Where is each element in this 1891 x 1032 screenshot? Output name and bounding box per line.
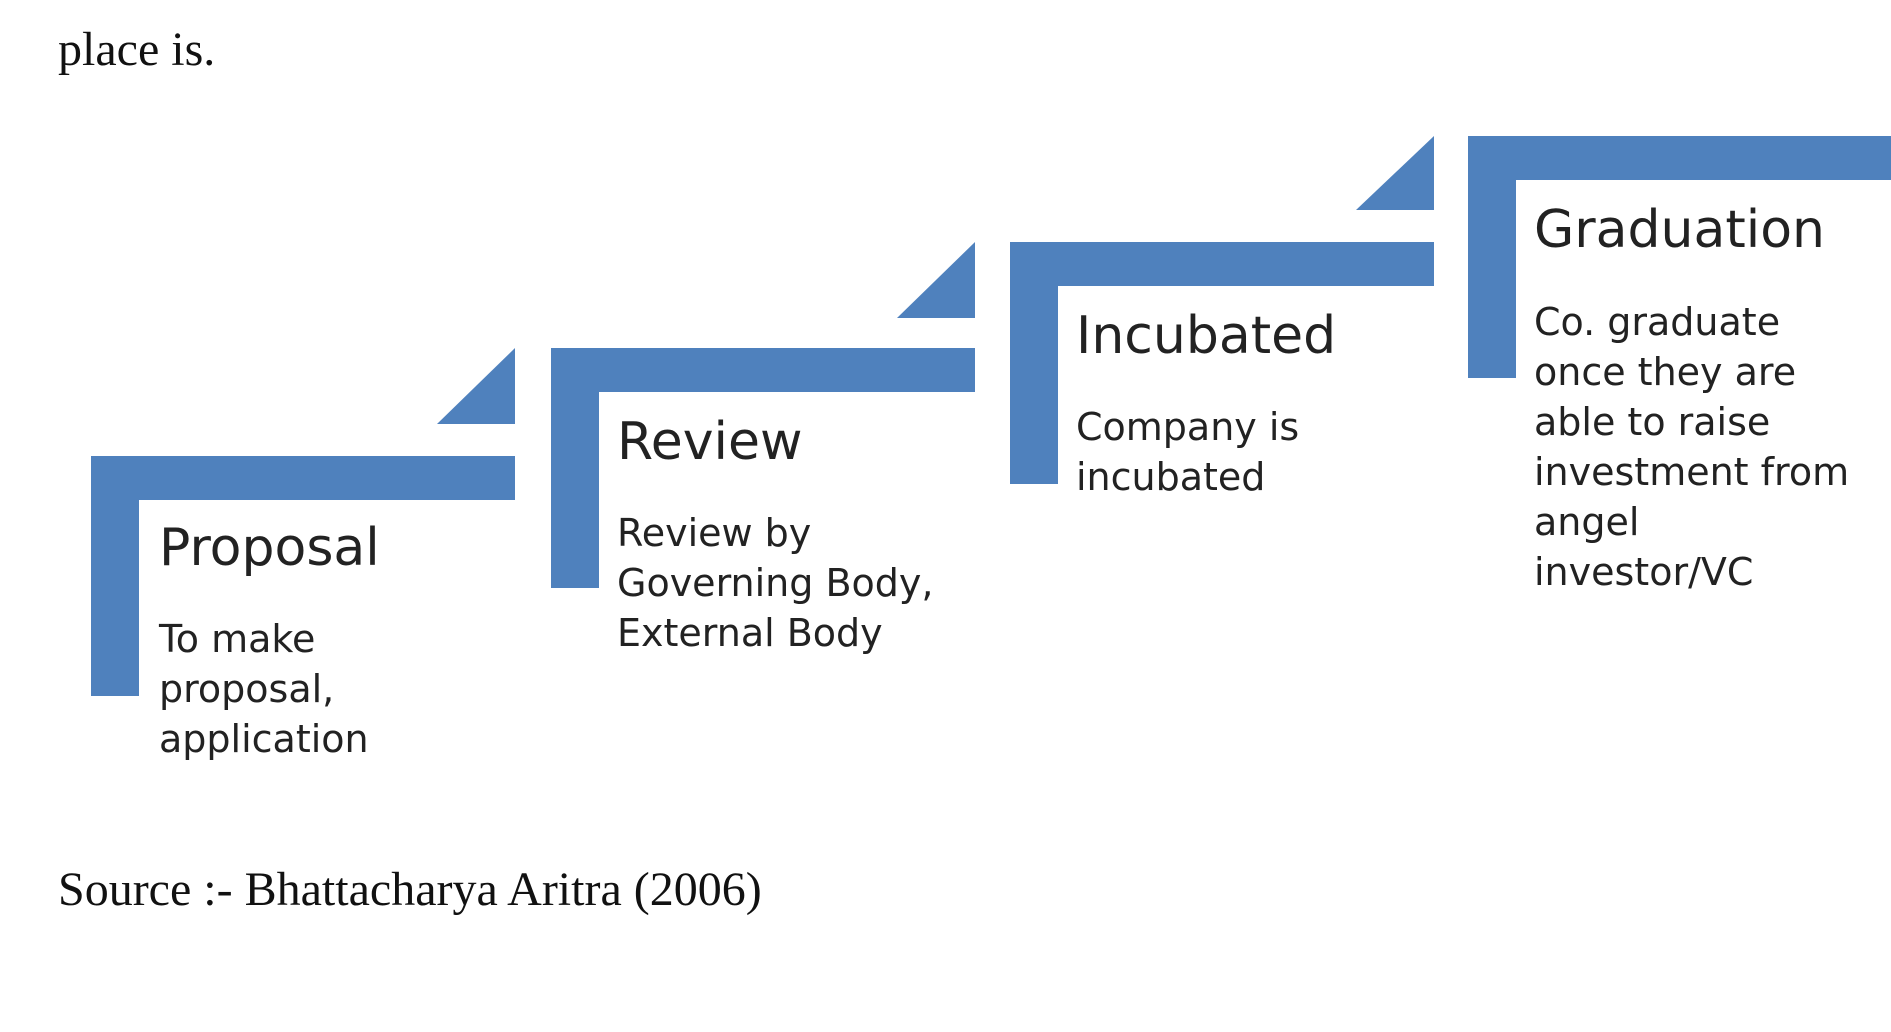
step-2-description: Review by Governing Body, External Body — [617, 511, 934, 655]
step-3-corner-bracket-side — [1010, 242, 1058, 484]
step-3-description: Company is incubated — [1076, 405, 1300, 499]
source-citation: Source :- Bhattacharya Aritra (2006) — [58, 863, 762, 916]
step-4-corner-bracket-side — [1468, 136, 1516, 378]
step-1-description: To make proposal, application — [159, 617, 369, 761]
step-3-title: Incubated — [1076, 306, 1337, 366]
intro-text: place is. — [58, 23, 216, 76]
step-3-corner-bracket-top — [1010, 242, 1434, 286]
step-3-arrow-tip — [1356, 136, 1434, 210]
step-3-shape — [1010, 136, 1434, 484]
step-4-corner-bracket-top — [1468, 136, 1891, 180]
step-2-title: Review — [617, 412, 803, 472]
step-2-arrow-tip — [897, 242, 975, 318]
step-4-description: Co. graduate once they are able to raise… — [1534, 300, 1850, 594]
step-4-shape — [1468, 136, 1891, 378]
step-2-shape — [551, 242, 975, 588]
step-1-corner-bracket-side — [91, 456, 139, 696]
step-1-corner-bracket-top — [91, 456, 515, 500]
step-2-corner-bracket-top — [551, 348, 975, 392]
step-1-arrow-tip — [437, 348, 515, 424]
step-4-title: Graduation — [1534, 200, 1825, 260]
step-2-corner-bracket-side — [551, 348, 599, 588]
step-1-shape — [91, 348, 515, 696]
step-1-title: Proposal — [159, 518, 380, 578]
